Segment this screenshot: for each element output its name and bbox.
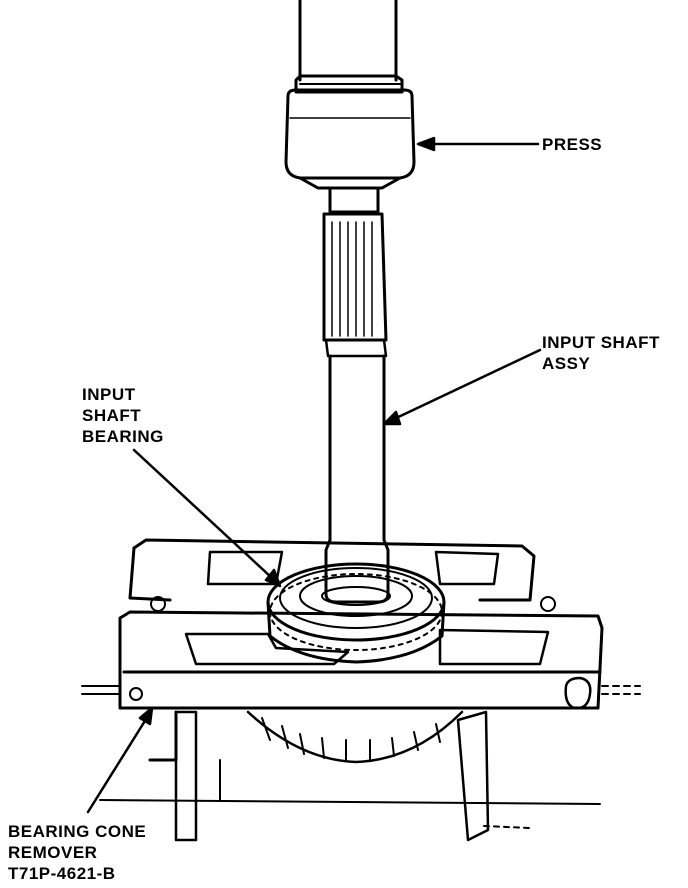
remover-front-plate [118, 610, 604, 710]
gear-and-base [99, 710, 601, 842]
label-input-shaft-bearing-line2: SHAFT [82, 406, 142, 425]
label-input-shaft-assy-line1: INPUT SHAFT [542, 333, 660, 352]
label-input-shaft-bearing-line1: INPUT [82, 385, 136, 404]
label-bearing-cone-remover-line1: BEARING CONE [8, 822, 147, 841]
label-bearing-cone-remover-line2: REMOVER [8, 843, 98, 862]
label-input-shaft-bearing-line3: BEARING [82, 427, 164, 446]
label-press: PRESS [542, 135, 603, 154]
support-rods [81, 685, 641, 695]
leader-lines [86, 136, 542, 814]
input-shaft [321, 186, 391, 606]
remover-back-plate [128, 538, 556, 612]
label-input-shaft-assy-line2: ASSY [542, 354, 591, 373]
label-bearing-cone-remover-line3: T71P-4621-B [8, 864, 116, 883]
press-ram [284, 0, 416, 190]
